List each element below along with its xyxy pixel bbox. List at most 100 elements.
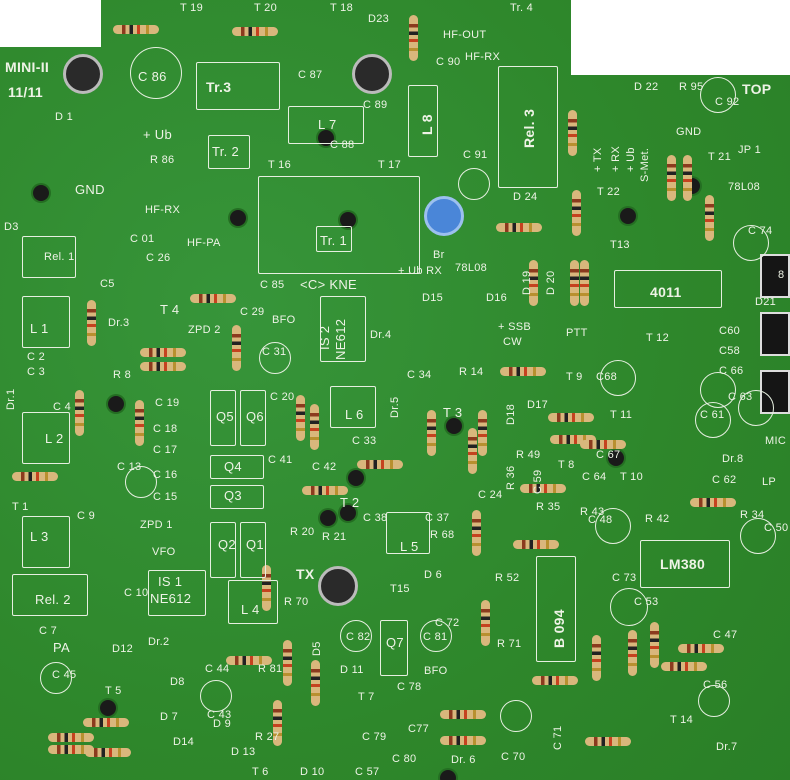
silkscreen-label-r43: R 43 — [580, 506, 605, 518]
silkscreen-label-q6: Q6 — [246, 409, 264, 424]
silkscreen-label-dr5: Dr.5 — [389, 396, 401, 418]
silkscreen-label-c34: C 34 — [407, 369, 432, 381]
component-outline — [288, 106, 364, 144]
silkscreen-label-c33: C 33 — [352, 435, 377, 447]
silkscreen-label-l8: L 8 — [419, 114, 435, 135]
component-outline — [640, 540, 730, 588]
silkscreen-label-ver: 11/11 — [8, 84, 43, 100]
resistor-icon — [190, 294, 236, 303]
resistor-icon — [12, 472, 58, 481]
silkscreen-label-r71: R 71 — [497, 638, 522, 650]
silkscreen-label-q3: Q3 — [224, 488, 242, 503]
silkscreen-label-c13: C 13 — [117, 461, 142, 473]
silkscreen-label-dr8: Dr.8 — [722, 453, 744, 465]
resistor-icon — [705, 195, 714, 241]
resistor-icon — [48, 733, 94, 742]
silkscreen-label-r52: R 52 — [495, 572, 520, 584]
silkscreen-label-r8: R 8 — [113, 369, 132, 381]
silkscreen-label-c92: C 92 — [715, 96, 740, 108]
silkscreen-label-c82: C 82 — [346, 631, 371, 643]
silkscreen-label-c62: C 62 — [712, 474, 737, 486]
connector-jack-icon — [760, 254, 790, 298]
capacitor-outline — [340, 620, 372, 652]
silkscreen-label-l78b: 78L08 — [455, 262, 488, 274]
silkscreen-label-mic: MIC — [765, 435, 787, 447]
silkscreen-label-tx: TX — [296, 566, 315, 582]
silkscreen-label-t14: T 14 — [670, 714, 694, 726]
silkscreen-label-bfo: BFO — [272, 314, 296, 326]
silkscreen-label-c79: C 79 — [362, 731, 387, 743]
silkscreen-label-d11: D 11 — [340, 664, 364, 676]
silkscreen-label-t2: T 2 — [340, 495, 360, 510]
silkscreen-label-zpd2: ZPD 2 — [188, 324, 221, 336]
resistor-icon — [568, 110, 577, 156]
component-outline — [330, 386, 376, 428]
silkscreen-label-prx: + RX — [610, 146, 622, 172]
silkscreen-label-c26: C 26 — [146, 252, 171, 264]
silkscreen-label-r70: R 70 — [284, 596, 309, 608]
component-outline — [316, 226, 352, 252]
silkscreen-label-dr2: Dr.2 — [148, 636, 170, 648]
silkscreen-label-top: TOP — [742, 81, 772, 97]
mounting-hole — [620, 208, 636, 224]
component-outline — [320, 296, 366, 362]
silkscreen-label-c57: C 57 — [355, 766, 380, 778]
resistor-icon — [580, 260, 589, 306]
silkscreen-label-q7: Q7 — [386, 635, 404, 650]
tuning-trimmer-icon — [424, 196, 464, 236]
silkscreen-label-t1: T 1 — [12, 501, 29, 513]
mounting-hole — [440, 770, 456, 780]
resistor-icon — [113, 25, 159, 34]
silkscreen-label-c59: C 59 — [532, 469, 544, 494]
board-cutout-right — [571, 0, 790, 75]
silkscreen-label-c01: C 01 — [130, 233, 155, 245]
silkscreen-label-c80: C 80 — [392, 753, 417, 765]
silkscreen-label-c67: C 67 — [596, 449, 621, 461]
silkscreen-label-t20: T 20 — [254, 2, 278, 14]
silkscreen-label-c64: C 64 — [582, 471, 607, 483]
silkscreen-label-c90: C 90 — [436, 56, 461, 68]
resistor-icon — [496, 223, 542, 232]
silkscreen-label-hfrx: HF-RX — [145, 204, 181, 216]
silkscreen-label-c53: C 53 — [634, 596, 659, 608]
silkscreen-label-t22: T 22 — [597, 186, 621, 198]
silkscreen-label-kne: <C> KNE — [300, 277, 358, 292]
silkscreen-label-t11: T 11 — [610, 409, 633, 421]
silkscreen-label-c17: C 17 — [153, 444, 178, 456]
silkscreen-label-d10: D 10 — [300, 766, 325, 778]
silkscreen-label-c74: C 74 — [748, 225, 773, 237]
silkscreen-label-c48: C 48 — [588, 514, 613, 526]
silkscreen-label-pa: PA — [53, 640, 70, 655]
silkscreen-label-r21: R 21 — [322, 531, 347, 543]
resistor-icon — [592, 635, 601, 681]
silkscreen-label-mini: MINI-II — [5, 59, 50, 75]
resistor-icon — [650, 622, 659, 668]
silkscreen-label-ne612b: NE612 — [150, 591, 192, 606]
silkscreen-label-j8: 8 — [778, 269, 785, 281]
silkscreen-label-gnd: GND — [75, 182, 105, 197]
silkscreen-label-c5: C5 — [100, 278, 115, 290]
capacitor-outline — [698, 685, 730, 717]
silkscreen-label-c88: C 88 — [330, 139, 355, 151]
silkscreen-label-c71: C 71 — [552, 725, 564, 750]
silkscreen-label-t6: T 6 — [252, 766, 269, 778]
silkscreen-label-q4: Q4 — [224, 459, 242, 474]
component-outline — [148, 570, 206, 616]
resistor-icon — [585, 737, 631, 746]
capacitor-outline — [458, 168, 490, 200]
resistor-icon — [427, 410, 436, 456]
silkscreen-label-is2: IS 2 — [317, 325, 332, 350]
resistor-icon — [262, 565, 271, 611]
resistor-icon — [520, 484, 566, 493]
silkscreen-label-r27: R 27 — [255, 731, 280, 743]
silkscreen-label-rel2: Rel. 2 — [35, 592, 71, 607]
resistor-icon — [83, 718, 129, 727]
silkscreen-label-c37: C 37 — [425, 512, 450, 524]
silkscreen-label-c70: C 70 — [501, 751, 526, 763]
silkscreen-label-c7: C 7 — [39, 625, 58, 637]
silkscreen-label-c10: C 10 — [124, 587, 149, 599]
silkscreen-label-c63: C 63 — [728, 391, 753, 403]
silkscreen-label-d22: D 22 — [634, 81, 659, 93]
silkscreen-label-r95: R 95 — [679, 81, 704, 93]
resistor-icon — [690, 498, 736, 507]
